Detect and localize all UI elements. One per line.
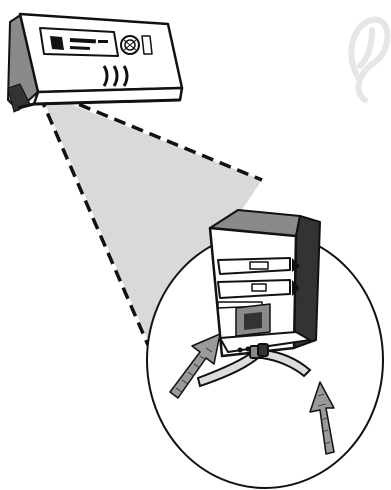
- tower-computer-icon: [210, 210, 320, 356]
- watermark-glyph: [351, 20, 387, 100]
- desktop-computer-icon: [8, 14, 182, 112]
